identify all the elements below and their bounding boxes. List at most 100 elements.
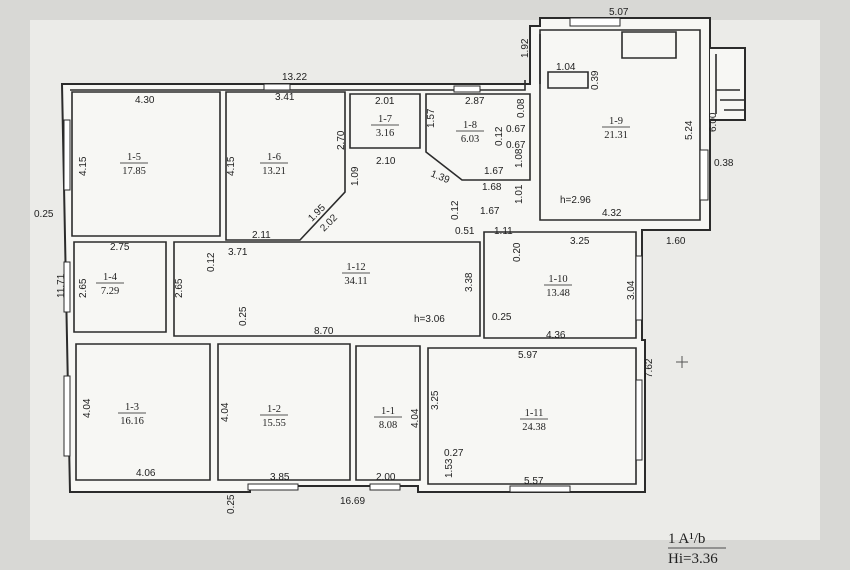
window <box>635 379 643 461</box>
room-area: 15.55 <box>262 418 286 429</box>
dim: 1.53 <box>444 458 455 478</box>
room-area: 24.38 <box>522 422 546 433</box>
window <box>509 485 571 493</box>
height-label-upper: h=2.96 <box>560 195 591 206</box>
dim: 3.71 <box>228 247 248 258</box>
dim: 2.65 <box>78 278 89 298</box>
inner-walls <box>71 29 701 485</box>
dim: 0.12 <box>494 126 505 146</box>
dim: 0.67 <box>506 124 526 135</box>
dim: 0.12 <box>450 200 461 220</box>
dim: 1.67 <box>484 166 504 177</box>
dim: 2.65 <box>174 278 185 298</box>
dim: 1.09 <box>350 166 361 186</box>
dim: 5.57 <box>524 476 544 487</box>
room-area: 16.16 <box>120 416 144 427</box>
room-id: 1-8 <box>463 120 477 131</box>
window <box>247 483 299 491</box>
stamp-block: 1 A¹/b Hi=3.36 <box>668 531 726 567</box>
window <box>453 85 481 93</box>
dim: 0.25 <box>238 306 249 326</box>
dimension-labels: 13.22 5.07 16.69 0.25 11.71 7.62 4.30 3.… <box>34 7 734 514</box>
dim: 3.38 <box>464 272 475 292</box>
dim: 4.04 <box>410 408 421 428</box>
dim: 6.00 <box>708 112 719 132</box>
dim: 0.20 <box>512 242 523 262</box>
dim: 2.75 <box>110 242 130 253</box>
dim: 1.67 <box>480 206 500 217</box>
dim: 4.06 <box>136 468 156 479</box>
dim: 0.12 <box>206 252 217 272</box>
dim: 1.01 <box>514 184 525 204</box>
dim: 2.00 <box>376 472 396 483</box>
dim: 4.04 <box>220 402 231 422</box>
room-id: 1-11 <box>525 408 544 419</box>
window <box>63 375 71 457</box>
dim-bottom-total: 16.69 <box>340 496 365 507</box>
dim-left-025: 0.25 <box>34 209 54 220</box>
dim: 1.60 <box>666 236 686 247</box>
dim: 2.10 <box>376 156 396 167</box>
room-id: 1-9 <box>609 116 623 127</box>
window <box>63 119 71 191</box>
room-id: 1-12 <box>346 262 365 273</box>
dim: 4.30 <box>135 95 155 106</box>
room-id: 1-1 <box>381 406 395 417</box>
dim: 3.04 <box>626 280 637 300</box>
window <box>263 83 291 91</box>
dim: 1.57 <box>426 108 437 128</box>
dim: 8.70 <box>314 326 334 337</box>
room-id: 1-10 <box>548 274 567 285</box>
room-id: 1-6 <box>267 152 281 163</box>
room-area: 17.85 <box>122 166 146 177</box>
room-area: 3.16 <box>376 128 394 139</box>
stamp-line-2: Hi=3.36 <box>668 551 718 567</box>
dim: 0.27 <box>444 448 464 459</box>
dim: 0.51 <box>455 226 475 237</box>
dim: 1.08 <box>514 148 525 168</box>
dim: 4.36 <box>546 330 566 341</box>
dim-top-extension: 5.07 <box>609 7 629 18</box>
dim-right-762: 7.62 <box>644 358 655 378</box>
room-area: 34.11 <box>344 276 367 287</box>
dim: 1.92 <box>520 38 531 58</box>
room-id: 1-4 <box>103 272 118 283</box>
dim: 0.25 <box>226 494 237 514</box>
room-area: 8.08 <box>379 420 397 431</box>
dim-overall-width: 13.22 <box>282 72 307 83</box>
dim: 4.15 <box>78 156 89 176</box>
dim: 0.67 <box>506 140 526 151</box>
dim: 3.25 <box>570 236 590 247</box>
window <box>699 149 709 201</box>
window <box>635 255 643 321</box>
dim: 1.68 <box>482 182 502 193</box>
dim: 3.41 <box>275 92 295 103</box>
room-area: 13.21 <box>262 166 286 177</box>
dim: 2.87 <box>465 96 485 107</box>
dim: 0.08 <box>516 98 527 118</box>
dim: 3.25 <box>430 390 441 410</box>
dim: 5.24 <box>684 120 695 140</box>
dim-left-1171: 11.71 <box>56 273 67 298</box>
window <box>369 483 401 491</box>
dim: 0.39 <box>590 70 601 90</box>
dim: 0.25 <box>492 312 512 323</box>
dim: 0.38 <box>714 158 734 169</box>
dim: 2.70 <box>336 130 347 150</box>
dim: 1.04 <box>556 62 576 73</box>
dim: 4.04 <box>82 398 93 418</box>
height-label-lower: h=3.06 <box>414 314 445 325</box>
room-id: 1-3 <box>125 402 139 413</box>
room-id: 1-7 <box>378 114 392 125</box>
window <box>63 261 71 313</box>
room-area: 13.48 <box>546 288 570 299</box>
stair-block <box>710 47 746 121</box>
room-area: 6.03 <box>461 134 479 145</box>
crosshair-icon <box>676 356 688 368</box>
window <box>569 17 621 27</box>
dim: 5.97 <box>518 350 538 361</box>
room-id: 1-5 <box>127 152 141 163</box>
room-labels: 1-18.081-215.551-316.161-47.291-517.851-… <box>96 114 630 433</box>
dim: 1.11 <box>494 226 513 237</box>
